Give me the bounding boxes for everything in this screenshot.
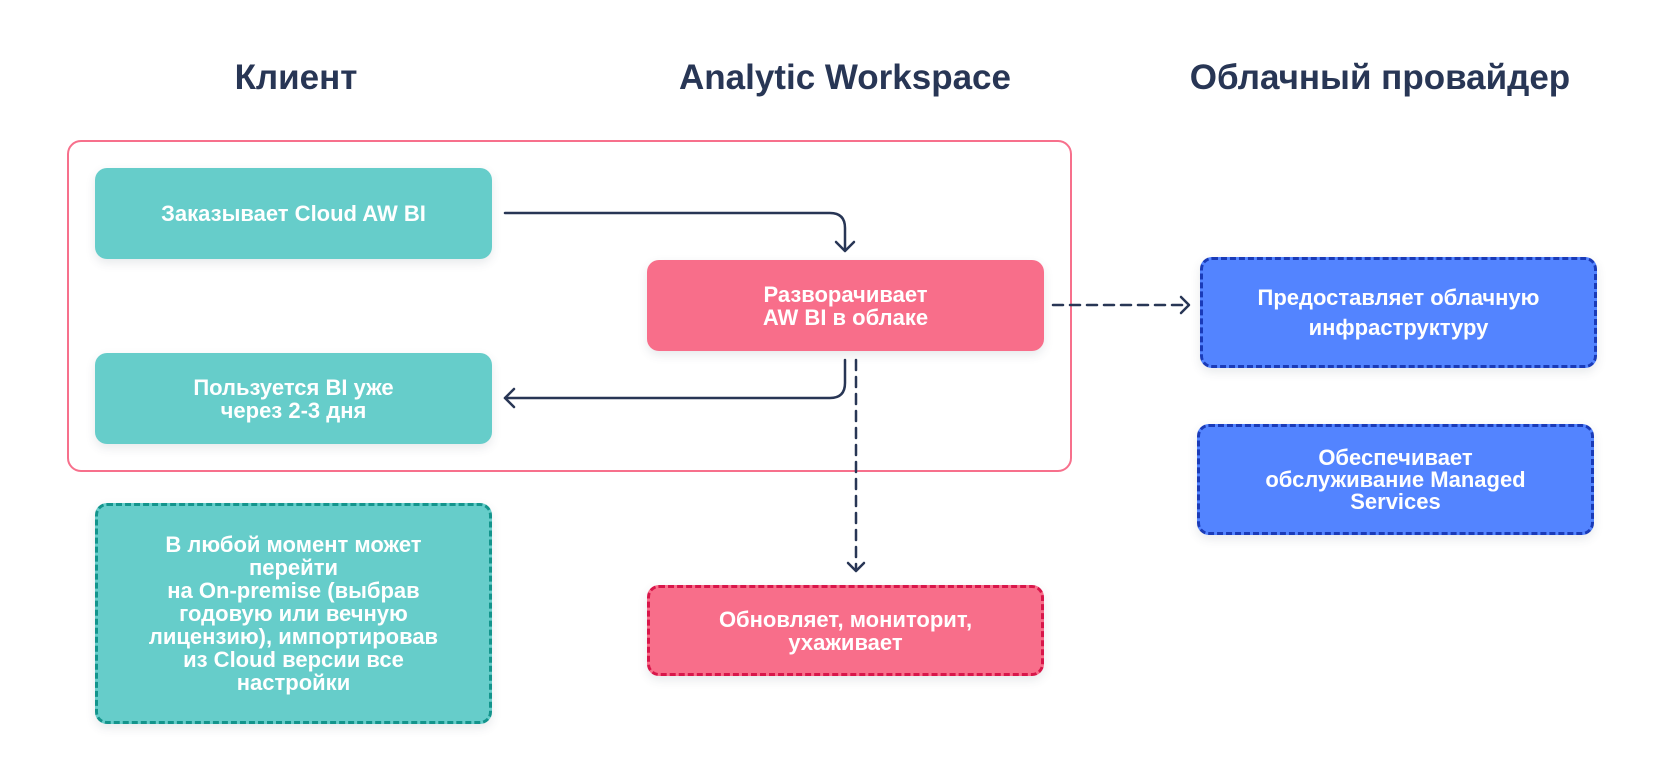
arrowhead-deploys-to-maintains [846,561,866,573]
column-heading-analytic-workspace: Analytic Workspace [679,58,1011,97]
node-managed-services: Обеспечивает обслуживание Managed Servic… [1197,424,1594,535]
node-maintains: Обновляет, мониторит, ухаживает [647,585,1044,676]
node-orders-cloud: Заказывает Cloud AW BI [95,168,492,259]
node-uses-bi: Пользуется BI уже через 2-3 дня [95,353,492,444]
arrowhead-deploys-to-provider [1179,295,1191,315]
node-deploys-aw-bi: Разворачивает AW BI в облаке [647,260,1044,351]
node-switch-on-premise: В любой момент может перейти на On-premi… [95,503,492,724]
column-heading-client: Клиент [234,58,358,97]
column-heading-cloud-provider: Облачный провайдер [1189,58,1571,97]
node-provides-infrastructure: Предоставляет облачную инфраструктуру [1200,257,1597,368]
